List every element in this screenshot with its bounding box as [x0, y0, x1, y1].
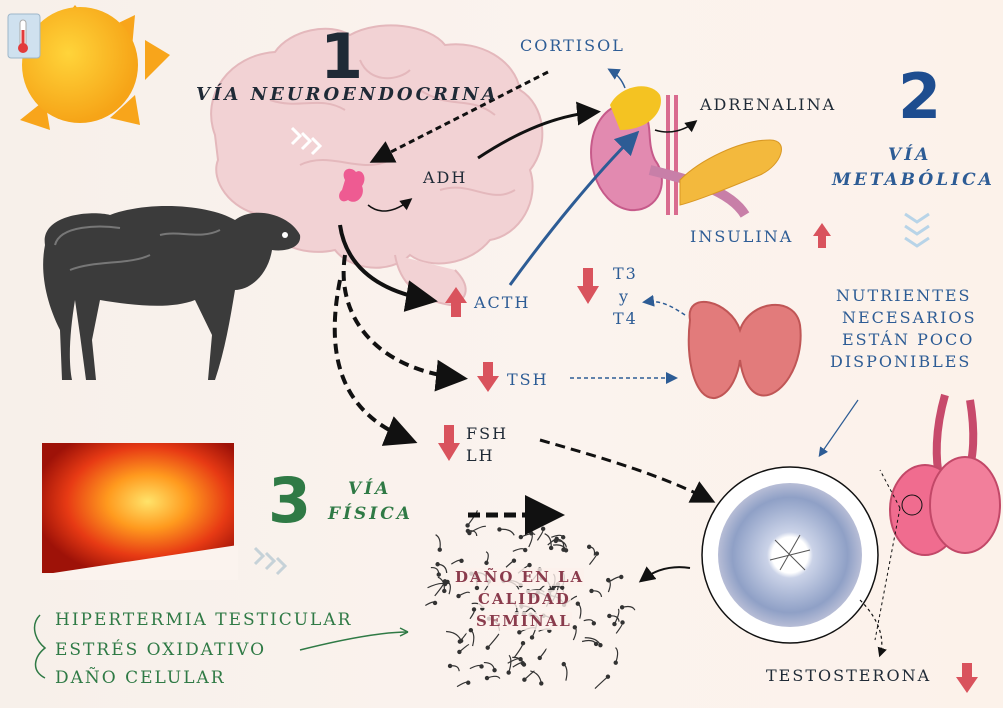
section3-title-line1: VÍA [348, 479, 391, 499]
dano-line1: DAÑO EN LA [455, 568, 584, 586]
fisica-item-3: DAÑO CELULAR [55, 668, 226, 688]
nutrientes-line2: NECESARIOS [842, 308, 977, 327]
heat-thermography-icon [40, 443, 238, 580]
label-insulina: INSULINA [690, 227, 793, 246]
label-tsh: TSH [507, 370, 549, 389]
chevron-arrows-icon [905, 214, 929, 246]
label-adh: ADH [423, 168, 467, 187]
sheep-icon [43, 206, 300, 380]
chevron-arrows-icon [255, 548, 285, 574]
sun-icon [20, 5, 170, 130]
section3-title-line2: FÍSICA [328, 504, 413, 524]
nutrientes-line1: NUTRIENTES [836, 286, 972, 305]
section2-number: 2 [898, 60, 941, 133]
dano-line3: SEMINAL [476, 612, 572, 630]
label-acth: ACTH [474, 293, 530, 312]
label-fsh: FSH [466, 424, 508, 443]
nutrientes-line3: ESTÁN POCO [842, 330, 974, 349]
fisica-item-2: ESTRÉS OXIDATIVO [55, 640, 266, 660]
label-adrenalina: ADRENALINA [700, 95, 836, 114]
label-y: y [619, 287, 630, 306]
label-t4: T4 [613, 309, 638, 328]
label-cortisol: CORTISOL [520, 36, 625, 55]
section1-title: VÍA NEUROENDOCRINA [196, 84, 499, 105]
fisica-item-1: HIPERTERMIA TESTICULAR [55, 610, 352, 630]
seminiferous-tubule-icon [702, 467, 878, 643]
testes-icon [890, 395, 1000, 555]
section2-title-line1: VÍA [888, 145, 931, 165]
nutrientes-line4: DISPONIBLES [830, 352, 971, 371]
label-testosterona: TESTOSTERONA [766, 666, 931, 685]
section2-title-line2: METABÓLICA [832, 170, 995, 190]
label-t3: T3 [613, 264, 638, 283]
thyroid-icon [689, 302, 801, 398]
label-lh: LH [466, 446, 495, 465]
dano-line2: CALIDAD [478, 590, 571, 608]
section1-number: 1 [320, 20, 363, 93]
thermometer-icon [8, 14, 40, 58]
section3-number: 3 [268, 464, 311, 537]
